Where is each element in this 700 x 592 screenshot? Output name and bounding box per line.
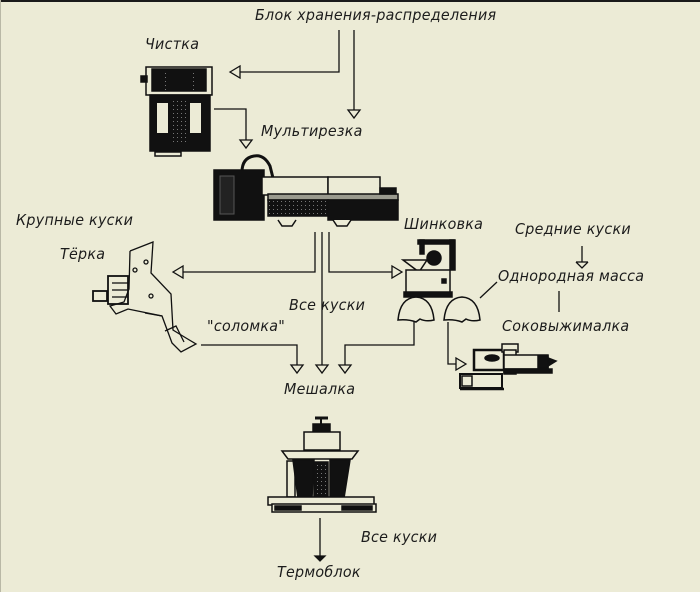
window-left-border [0,0,1,592]
multicutter-machine-icon[interactable] [213,154,399,227]
annotation-large-pieces: Крупные куски [16,211,134,229]
mixer-machine-icon[interactable] [267,416,377,513]
annotation-straw: "соломка" [207,317,286,335]
edge-storage-to-cleaning [228,30,340,80]
node-label-cleaning: Чистка [145,35,200,53]
homogeneous-mass-leader [479,281,498,299]
annotation-medium-pieces: Средние куски [515,220,631,238]
annotation-all-pieces-bottom: Все куски [361,528,438,546]
edge-multicutter-to-grater [171,232,316,280]
grater-machine-icon[interactable] [92,241,198,353]
node-label-shredder: Шинковка [404,215,484,233]
annotation-all-pieces-top: Все куски [289,296,366,314]
cleaning-machine-icon[interactable] [140,66,213,157]
edge-storage-to-multicutter [346,30,362,120]
edge-grater-to-mixer [201,344,305,375]
node-label-multicutter: Мультирезка [261,122,363,140]
node-label-storage: Блок хранения-распределения [255,6,497,24]
window-top-border [0,0,700,2]
node-label-mixer: Мешалка [284,380,356,398]
edge-multicutter-to-shredder [328,232,404,280]
edge-shredder-to-mixer [337,322,415,375]
edge-mixer-to-thermoblock [313,518,327,562]
node-label-juicer: Соковыжималка [502,317,630,335]
edge-multicutter-to-mixer [314,232,330,375]
connectors [171,30,589,562]
juicer-machine-icon[interactable] [459,343,558,391]
node-label-grater: Тёрка [60,245,106,263]
edge-cleaning-to-multicutter [214,108,254,150]
edge-shredder-to-juicer [447,322,468,372]
medium-pieces-pointer [575,246,589,269]
shredder-machine-icon[interactable] [397,239,481,323]
node-label-thermoblock: Термоблок [277,563,361,581]
annotation-homogeneous-mass: Однородная масса [498,267,645,285]
